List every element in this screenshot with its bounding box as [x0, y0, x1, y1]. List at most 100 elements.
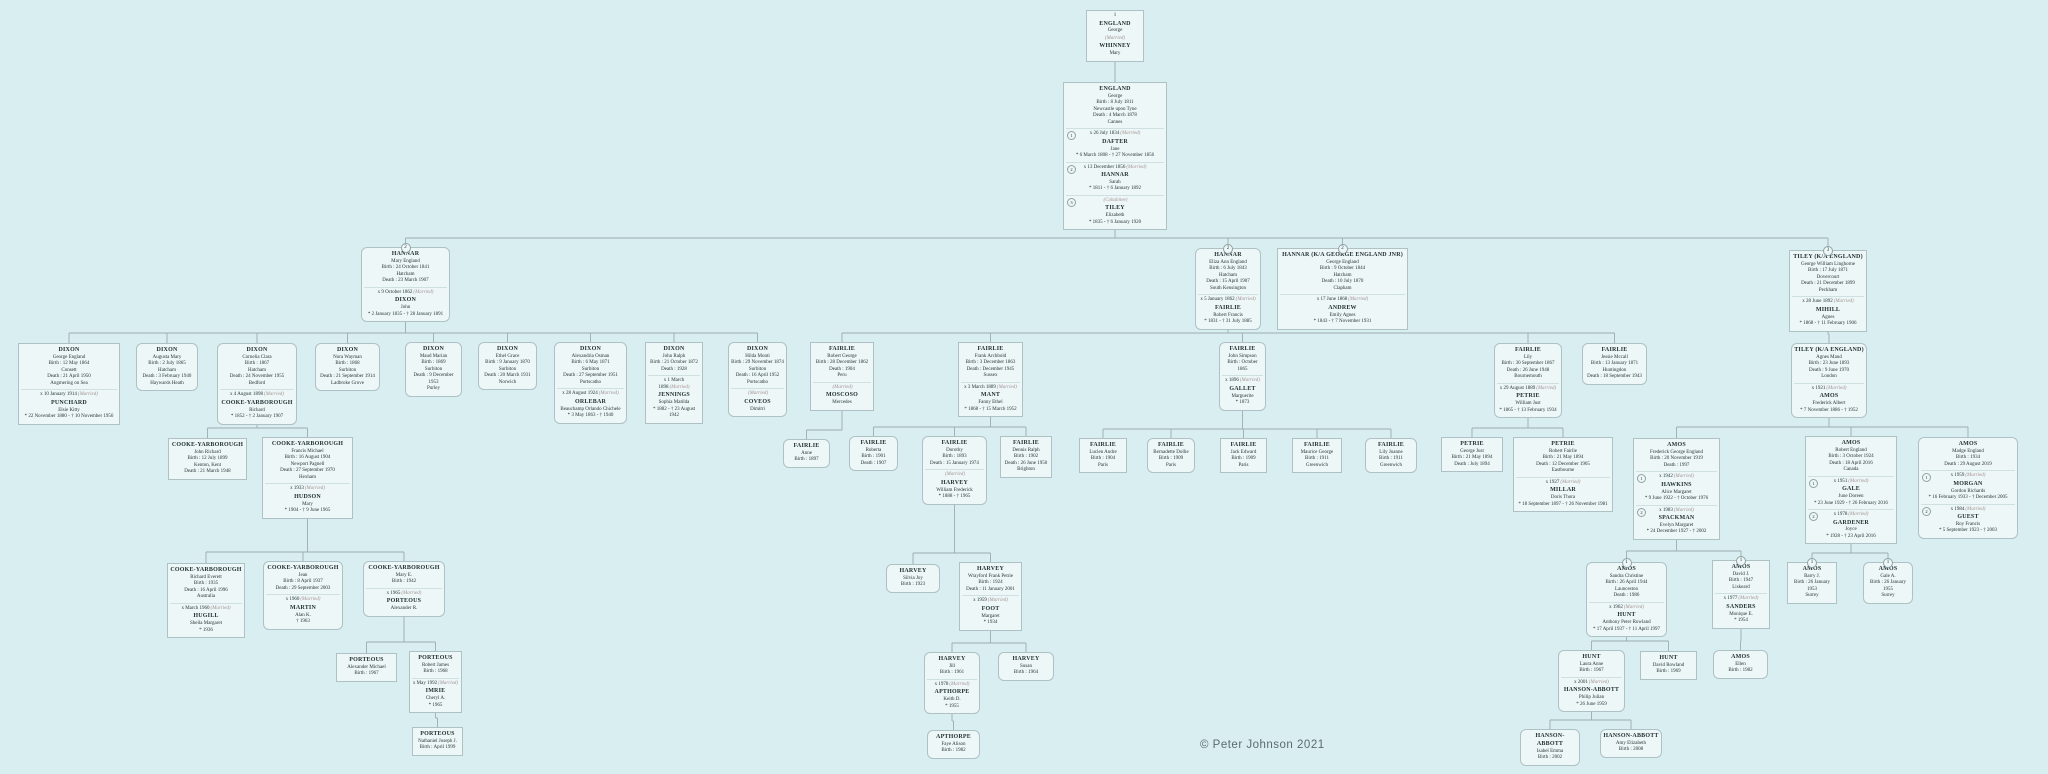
text-value: FAIRLIE — [1013, 440, 1039, 446]
surname-text: ENGLAND — [1089, 21, 1141, 29]
surname-text: HARVEY — [925, 480, 984, 488]
detail-text: * 23 June 1929 - † 26 February 2016 — [1808, 501, 1894, 508]
detail-text: Death : 9 June 1970 — [1794, 368, 1864, 375]
text-value: Death : 16 April 1952 — [735, 373, 780, 379]
text-value: Margaret — [981, 613, 1000, 619]
detail-text: Robert Francis — [1198, 313, 1258, 320]
text-value: George — [1107, 28, 1123, 34]
detail-text: Death : December 1945 — [961, 367, 1020, 374]
text-value: Birth : 21 October 1872 — [650, 360, 698, 366]
text-value: x 5 January 1862 — [1200, 297, 1235, 303]
text-value: FAIRLIE — [1230, 442, 1257, 448]
detail-text: Birth : 28 December 1862 — [813, 360, 871, 367]
text-value: George Just — [1460, 448, 1484, 454]
marriage-text: 3(Cohabitee) — [1066, 194, 1164, 207]
detail-text: Death : 21 March 1948 — [171, 469, 244, 476]
text-value: Huntingdon — [1602, 367, 1627, 373]
detail-text: Haywards Heath — [139, 381, 195, 388]
text-value: Death : 15 April 1907 — [1206, 279, 1250, 285]
text-value: APTHORPE — [936, 734, 971, 740]
text-value: HANNAR — [1214, 252, 1242, 258]
detail-text: Huntingdon — [1585, 368, 1644, 375]
detail-text: Birth : 1961 — [927, 670, 977, 677]
text-value: Surrey — [1881, 593, 1895, 599]
surname-text: AMOS — [1921, 441, 2015, 449]
detail-text: Roberta — [852, 448, 895, 455]
surname-text: DIXON — [220, 347, 294, 355]
text-value: DIXON — [394, 297, 416, 304]
text-value: Liskeard — [1732, 584, 1750, 590]
detail-text: Robert England — [1808, 448, 1894, 455]
marriage-note: (Married) — [598, 391, 619, 397]
text-value: Maurice George — [1300, 449, 1334, 455]
detail-text: Birth : October 1865 — [1222, 360, 1263, 373]
text-value: Lily Joanne — [1379, 449, 1403, 455]
text-value: Death : 1997 — [1663, 462, 1690, 468]
relation-note: (Married) — [1089, 36, 1141, 43]
marriage-text: x 10 January 1914(Married) — [21, 389, 117, 399]
detail-text: * 6 March 1808 - † 27 November 1856 — [1066, 153, 1164, 160]
text-value: Alan K. — [295, 612, 311, 618]
text-value: AMOS — [1958, 441, 1978, 447]
detail-text: Cannes — [1066, 120, 1164, 127]
detail-text: Portscatho — [731, 380, 784, 387]
